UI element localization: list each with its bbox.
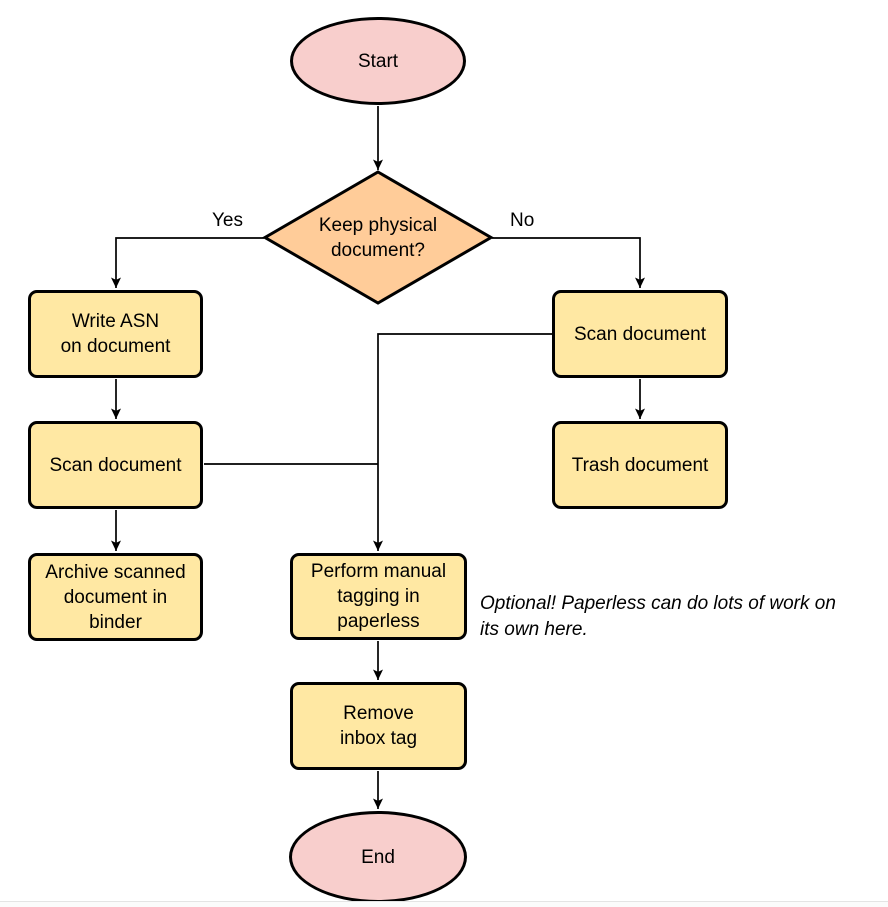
connector-scan-right-to-tagging [373, 333, 552, 551]
node-scan-document-left-label: Scan document [49, 454, 182, 476]
node-scan-document-right-label: Scan document [573, 323, 707, 345]
edge-label-no: No [508, 210, 537, 231]
node-archive-document: Archive scanned document in binder [28, 553, 203, 641]
connector-decision-to-scan-right [492, 237, 645, 288]
node-write-asn: Write ASN on document [28, 290, 203, 378]
node-trash-document: Trash document [552, 421, 728, 509]
node-scan-document-right: Scan document [552, 290, 728, 378]
node-start: Start [290, 17, 466, 105]
node-remove-inbox-tag-label: Remove inbox tag [339, 703, 418, 749]
node-manual-tagging-label: Perform manual tagging in paperless [310, 561, 447, 632]
node-scan-document-left: Scan document [28, 421, 203, 509]
optional-note: Optional! Paperless can do lots of work … [480, 591, 888, 643]
node-manual-tagging: Perform manual tagging in paperless [290, 553, 467, 640]
page-bottom-edge [0, 901, 888, 907]
optional-note-line-2: its own here. [480, 619, 588, 640]
node-write-asn-label: Write ASN on document [60, 311, 171, 357]
edge-label-yes: Yes [210, 210, 245, 231]
node-end: End [289, 811, 467, 903]
decision-diamond-shape [262, 170, 494, 305]
optional-note-line-1: Optional! Paperless can do lots of work … [480, 593, 836, 614]
connector-decision-to-write-asn [111, 237, 264, 288]
node-end-label: End [361, 846, 395, 868]
node-remove-inbox-tag: Remove inbox tag [290, 682, 467, 770]
node-trash-document-label: Trash document [571, 454, 709, 476]
node-decision-label: Keep physical document? [318, 214, 438, 261]
node-archive-document-label: Archive scanned document in binder [45, 561, 186, 633]
node-start-label: Start [357, 50, 399, 72]
